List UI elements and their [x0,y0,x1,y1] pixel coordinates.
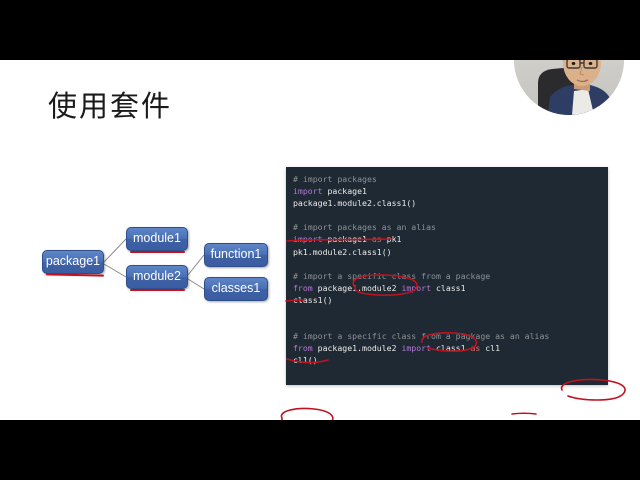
package-structure-diagram: package1 module1 module2 function1 class… [34,224,282,308]
diagram-node-module2-label: module2 [133,269,181,284]
slide-canvas: 使用套件 package1 module1 module2 function1 [0,60,640,431]
page-title: 使用套件 [48,91,173,123]
code-token: import [401,343,432,354]
code-line: # import packages [293,173,608,185]
code-token: # import a specific class from a package [293,270,491,281]
code-token: import [293,186,323,197]
code-token: pk1 [381,234,402,245]
code-line: class1() [293,294,608,306]
code-block: # import packages import package1 packag… [286,167,608,385]
code-token: import [401,282,432,293]
code-line [293,209,608,221]
code-token: pk1.module2.class1() [293,246,392,257]
bottom-letterbox-bar [0,420,640,480]
top-letterbox-bar [0,0,640,60]
code-token: # import packages as an alias [293,222,436,233]
code-line: package1.module2.class1() [293,197,608,209]
code-token: cl1() [293,355,318,366]
code-line: # import a specific class from a package [293,270,608,282]
code-token: import [293,234,323,245]
diagram-underline-module1 [130,251,185,253]
code-token: cl1 [480,343,501,354]
diagram-node-function1-label: function1 [210,247,262,262]
diagram-node-package1[interactable]: package1 [42,250,104,274]
code-line [293,258,608,270]
code-token: # import a specific class from a pagkage… [293,331,550,342]
diagram-node-function1[interactable]: function1 [204,243,268,267]
code-line: import package1 as pk1 [293,233,608,245]
code-token: class1 [431,343,471,354]
code-token: from [293,282,313,293]
code-line: import package1 [293,185,608,197]
code-line: # import packages as an alias [293,221,608,233]
diagram-node-package1-label: package1 [45,254,101,269]
diagram-node-module2[interactable]: module2 [126,265,188,289]
code-line: from package1.module2 import class1 as c… [293,342,608,354]
code-line: pk1.module2.class1() [293,246,608,258]
code-line [293,306,608,318]
code-token: package1 [322,186,367,197]
diagram-node-classes1[interactable]: classes1 [204,277,268,301]
code-line [293,318,608,330]
code-token: # import packages [293,174,377,184]
code-line: # import a specific class from a pagkage… [293,330,608,342]
code-token: as [470,343,481,354]
diagram-underline-module2 [130,289,185,291]
code-line: from package1.module2 import class1 [293,282,608,294]
code-token: class1 [431,282,466,293]
diagram-connectors [103,238,205,290]
code-line: cl1() [293,354,608,366]
code-token: package1.module2 [312,282,402,293]
code-token: package1.module2.class1() [293,198,417,209]
code-token: as [371,234,382,245]
diagram-node-module1-label: module1 [133,231,181,246]
diagram-node-module1[interactable]: module1 [126,227,188,251]
diagram-node-classes1-label: classes1 [211,281,261,296]
code-token: from [293,343,313,354]
code-token: class1() [293,294,333,305]
code-token: package1 [322,234,372,245]
annotation-underline-as [511,412,537,415]
code-token: package1.module2 [312,343,402,354]
